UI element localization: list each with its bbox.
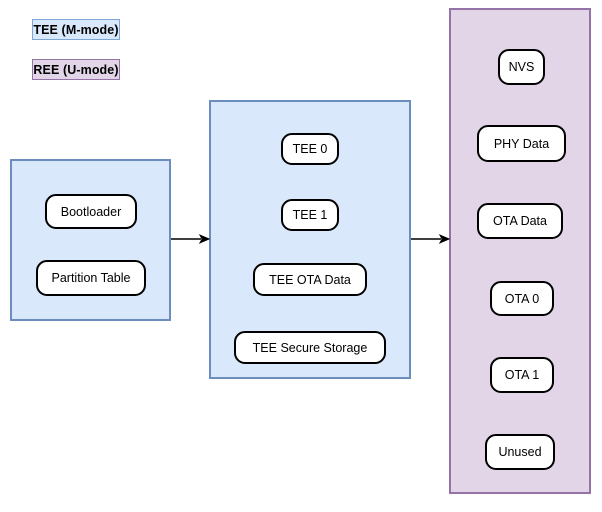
- node-unused: Unused: [485, 434, 555, 470]
- node-ota-0: OTA 0: [490, 281, 554, 316]
- node-partition-table: Partition Table: [36, 260, 146, 296]
- region-ree-data: [449, 8, 591, 494]
- connector-bootloader-to-tee-arrow: [171, 234, 211, 244]
- node-nvs: NVS: [498, 49, 545, 85]
- node-ota-1: OTA 1: [490, 357, 554, 393]
- node-bootloader: Bootloader: [45, 194, 137, 229]
- legend-item-tee: TEE (M-mode): [32, 19, 120, 40]
- node-ota-data: OTA Data: [477, 203, 563, 239]
- region-bootloader: [10, 159, 171, 321]
- node-phy-data: PHY Data: [477, 125, 566, 162]
- connector-tee-to-ree-arrow: [411, 234, 451, 244]
- legend-item-ree: REE (U-mode): [32, 59, 120, 80]
- node-tee-0: TEE 0: [281, 133, 339, 165]
- node-tee-ota-data: TEE OTA Data: [253, 263, 367, 296]
- node-tee-1: TEE 1: [281, 199, 339, 231]
- node-tee-secure-storage: TEE Secure Storage: [234, 331, 386, 364]
